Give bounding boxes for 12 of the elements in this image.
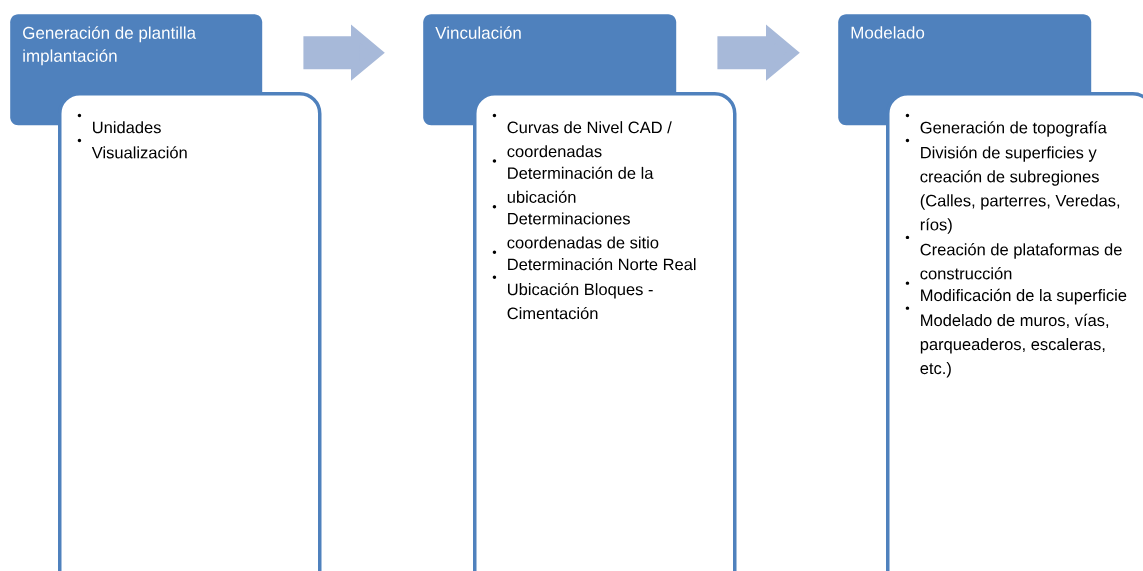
list-item: Determinaciones coordenadas de sitio: [492, 205, 659, 249]
list-item: Modificación de la superficie: [905, 281, 1127, 305]
bullet-list-card: [473, 92, 737, 571]
list-item: Modelado de muros, vías, parqueaderos, escaleras, etc.): [905, 306, 1109, 378]
bullet-list-card: [886, 92, 1143, 571]
bullet-list-card: [58, 92, 322, 571]
list-item: Determinación Norte Real: [492, 250, 696, 271]
list-item: División de superficies y creación de subregiones (Calles, parterres, Veredas, ríos): [905, 138, 1120, 234]
list-item: Determinación de la ubicación: [492, 159, 654, 203]
list-item: Visualización: [77, 138, 187, 159]
list-item: Creación de plataformas de construcción: [905, 235, 1122, 280]
list-item: Ubicación Bloques - Cimentación: [492, 275, 653, 320]
